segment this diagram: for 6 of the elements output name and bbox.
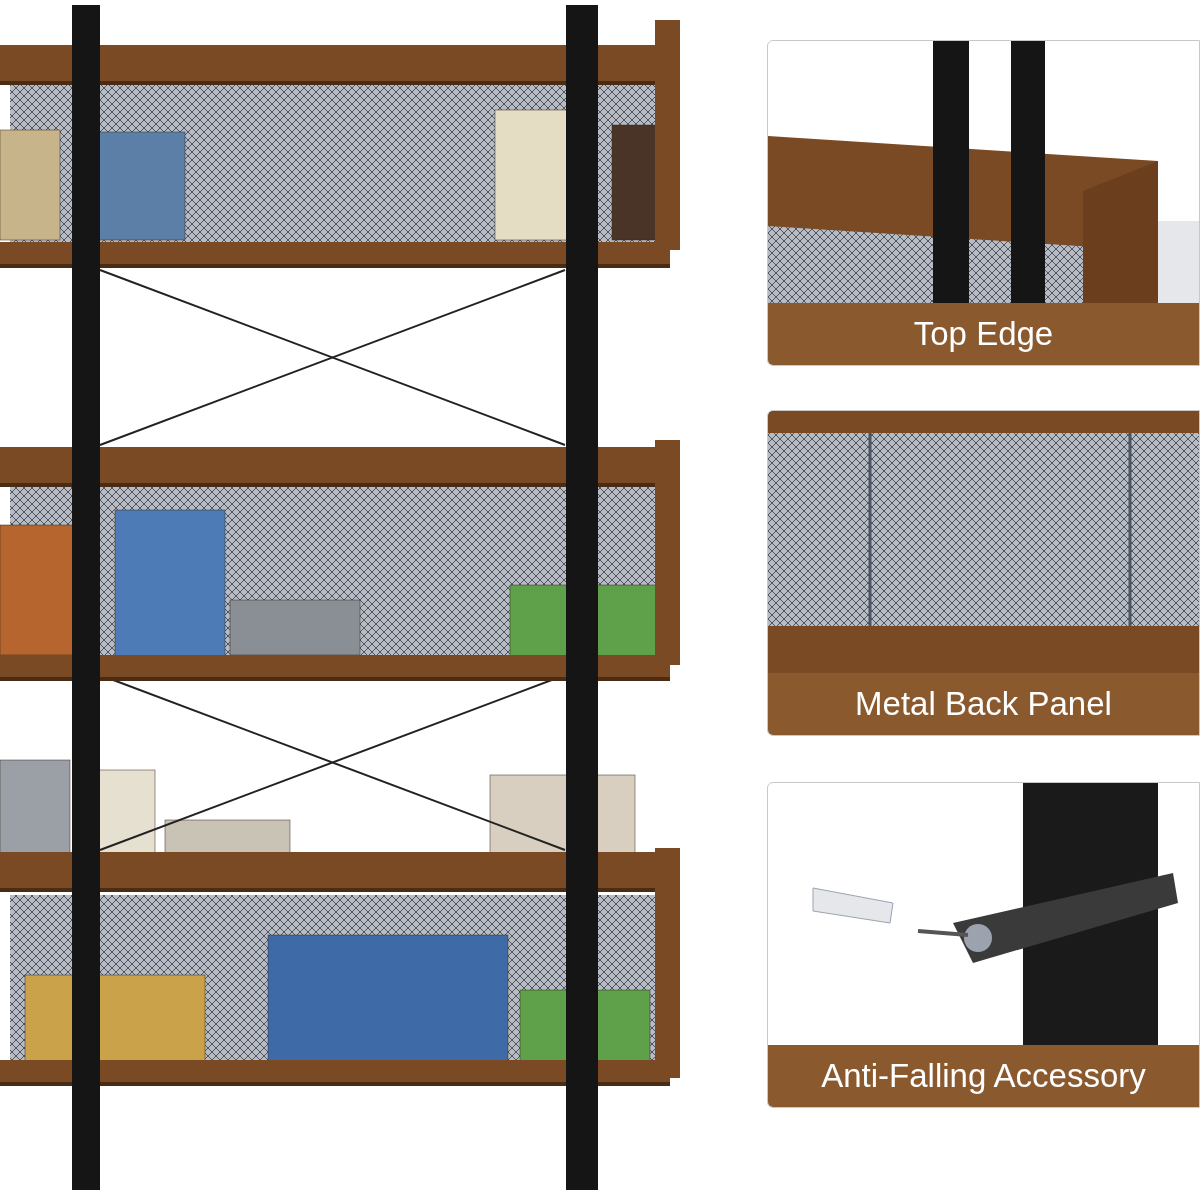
callout-panel (767, 782, 1200, 1108)
caption-band: Top Edge (768, 303, 1199, 365)
callout-panel (767, 410, 1200, 736)
caption-band: Metal Back Panel (768, 673, 1199, 735)
callout-panel (767, 40, 1200, 366)
caption-band: Anti-Falling Accessory (768, 1045, 1199, 1107)
